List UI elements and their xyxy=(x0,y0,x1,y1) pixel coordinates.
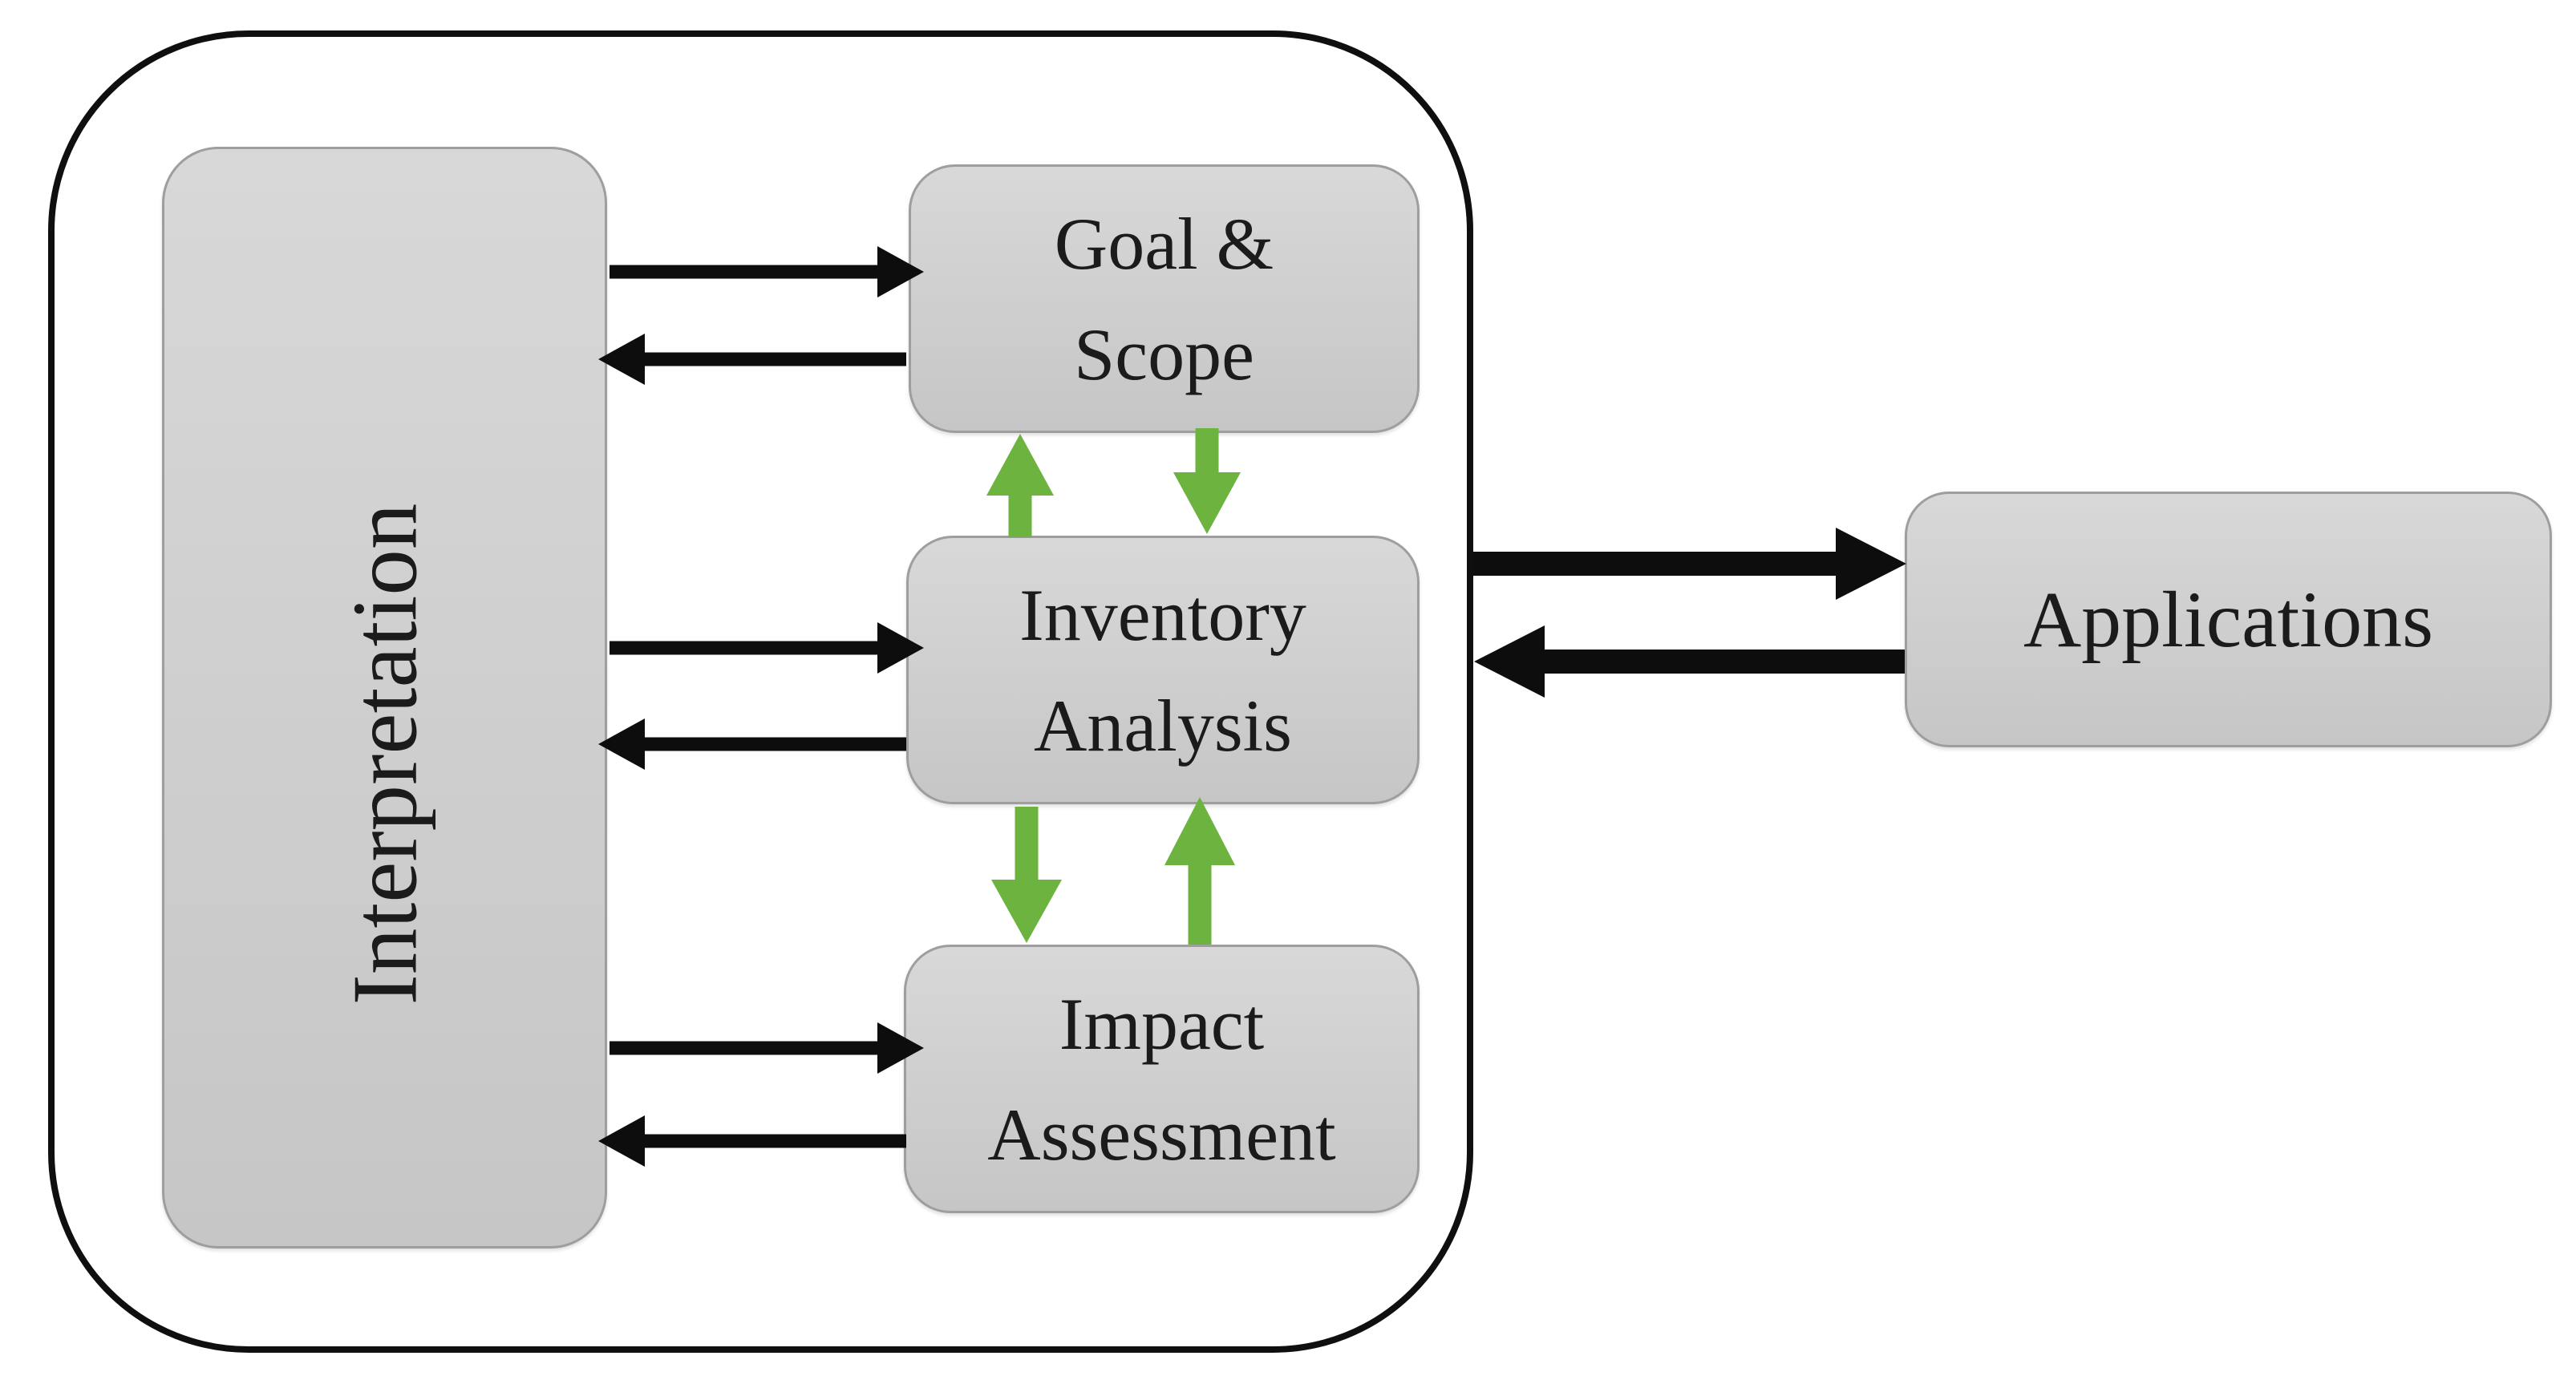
goal-scope-label: Goal & Scope xyxy=(1055,188,1274,410)
interpretation-label: Interpretation xyxy=(334,503,436,1005)
goal-scope-label-line1: Goal & xyxy=(1054,202,1274,285)
impact-assessment-label-line2: Assessment xyxy=(987,1093,1336,1176)
applications-label: Applications xyxy=(2023,574,2434,664)
arrow-right-frame-to-applications-icon xyxy=(1473,528,1906,600)
interpretation-box: Interpretation xyxy=(162,147,607,1249)
arrow-left-applications-to-frame-icon xyxy=(1474,625,1905,698)
impact-assessment-label-line1: Impact xyxy=(1059,982,1265,1065)
goal-scope-box: Goal & Scope xyxy=(909,164,1420,433)
lca-frame-border xyxy=(48,30,1473,1353)
inventory-analysis-label-line2: Analysis xyxy=(1033,684,1292,767)
inventory-analysis-label-line1: Inventory xyxy=(1019,573,1306,656)
applications-box: Applications xyxy=(1905,492,2552,747)
goal-scope-label-line2: Scope xyxy=(1074,313,1254,395)
